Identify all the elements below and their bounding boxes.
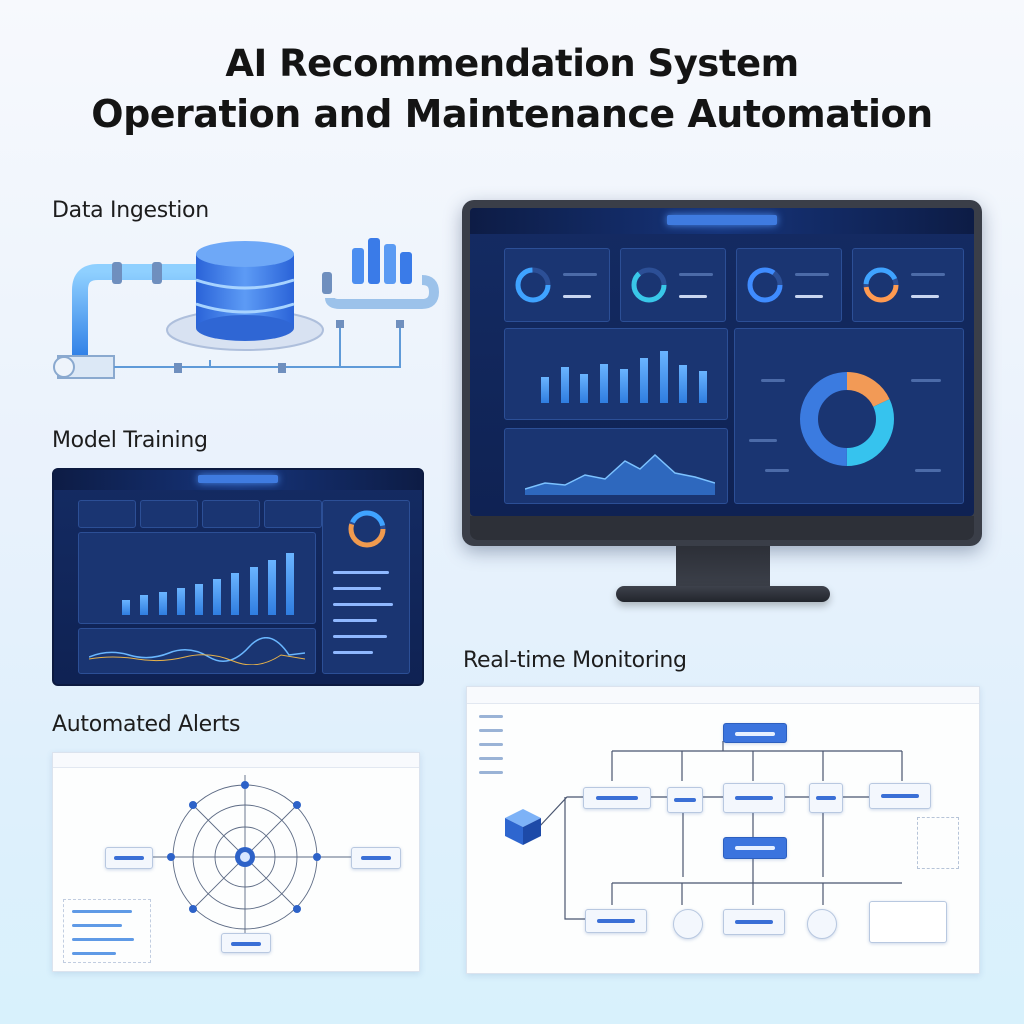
kpi-card[interactable] [852,248,964,322]
chart-bar [699,371,708,403]
network-node[interactable] [313,853,321,861]
training-header [54,470,422,490]
chart-bar [176,588,185,615]
kpi-card[interactable] [504,248,610,322]
database-icon [166,241,324,351]
monitor-bar-chart-card[interactable] [504,328,728,420]
flow-node[interactable] [723,909,785,935]
network-node[interactable] [293,905,301,913]
diagram-side-list [917,817,959,869]
network-node[interactable] [167,853,175,861]
chart-bar [122,599,131,615]
kpi-card[interactable] [736,248,842,322]
flow-node[interactable] [723,837,787,859]
diagram-sidebar [479,711,509,791]
diagram-toolbar [467,687,979,704]
network-node[interactable] [189,905,197,913]
alert-node[interactable] [105,847,153,869]
chart-bar [194,583,203,615]
network-node[interactable] [293,801,301,809]
training-side-panel[interactable] [322,500,410,674]
chart-bar [540,376,549,403]
chart-bar [285,553,294,615]
chart-bar [213,578,222,615]
section-label-data-ingestion: Data Ingestion [52,198,209,223]
kpi-ring-icon [747,267,783,303]
section-label-model-training: Model Training [52,428,208,453]
training-loss-card[interactable] [78,628,316,674]
chart-bar [140,595,149,615]
network-node[interactable] [189,801,197,809]
flow-node[interactable] [667,787,703,813]
network-node[interactable] [241,781,249,789]
flow-node[interactable] [723,783,785,813]
training-loss-chart [89,637,305,665]
alert-node[interactable] [221,933,271,953]
flow-legend-box [869,901,947,943]
alerts-toolbar [53,753,419,768]
flow-node[interactable] [585,909,647,933]
chart-bar [267,560,276,615]
monitor-bar-chart [535,345,713,403]
training-stat-card[interactable] [78,500,136,528]
flow-node[interactable] [869,783,931,809]
cube-icon [505,809,541,845]
monitor-stand-base [616,586,830,602]
realtime-monitoring-diagram [466,686,980,974]
alert-list [63,899,151,963]
training-stat-card[interactable] [202,500,260,528]
kpi-ring-icon [515,267,551,303]
monitor-area-chart-card[interactable] [504,428,728,504]
chart-bar [249,567,258,615]
monitor-chin [470,516,974,540]
kpi-ring-icon [863,267,899,303]
donut-slice [800,372,894,466]
monitor-dashboard [470,208,974,516]
chart-bar [560,367,569,403]
flow-node[interactable] [583,787,651,809]
chart-bar [600,363,609,403]
monitor-area-chart [525,453,715,495]
model-training-dashboard [52,468,424,686]
flow-node[interactable] [723,723,787,743]
flow-node[interactable] [807,909,837,939]
pipeline-icon [53,238,440,379]
chart-bar [158,591,167,615]
monitor-stand-neck [676,546,770,590]
chart-bar [659,350,668,403]
training-stat-card[interactable] [264,500,322,528]
training-progress-ring-icon [348,510,386,548]
flow-connectors [538,741,903,920]
section-label-realtime-monitoring: Real-time Monitoring [463,648,687,673]
monitor-donut-card[interactable] [734,328,964,504]
flow-node[interactable] [673,909,703,939]
alert-node[interactable] [351,847,401,869]
chart-bar [679,364,688,403]
chart-bar [580,374,589,403]
chart-bar [639,357,648,403]
training-bar-chart-card[interactable] [78,532,316,624]
flow-node[interactable] [809,783,843,813]
training-bar-chart [117,545,299,615]
donut-chart [800,372,894,466]
chart-bar [231,573,240,615]
donut-slice [800,372,894,466]
chart-bar [620,369,628,403]
page-title-line-1: AI Recommendation System [225,42,799,85]
kpi-card[interactable] [620,248,726,322]
training-stat-card[interactable] [140,500,198,528]
page-title-line-2: Operation and Maintenance Automation [91,92,933,136]
section-label-automated-alerts: Automated Alerts [52,712,241,737]
data-ingestion-illustration [53,238,440,379]
dashboard-header [470,208,974,234]
kpi-ring-icon [631,267,667,303]
automated-alerts-diagram [52,752,420,972]
